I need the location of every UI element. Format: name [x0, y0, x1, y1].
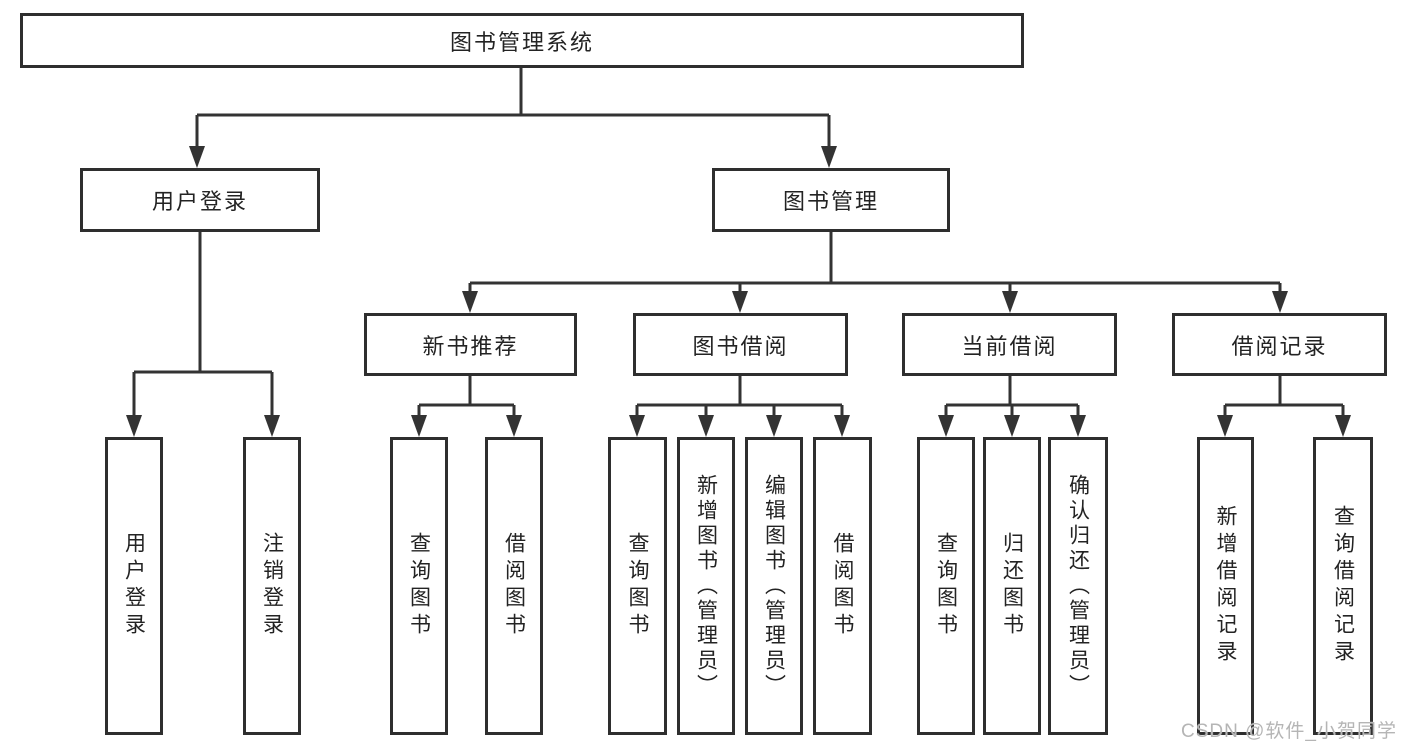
- node-label: 图书借阅: [692, 333, 789, 359]
- node-label: 借阅图书: [502, 532, 526, 640]
- leaf-add-books-admin: 新增图书（管理员）: [677, 437, 735, 735]
- node-label: 新增图书（管理员）: [694, 473, 718, 699]
- node-new-book-recommend: 新书推荐: [364, 313, 577, 376]
- leaf-query-borrow-record: 查询借阅记录: [1313, 437, 1373, 735]
- leaf-confirm-return-admin: 确认归还（管理员）: [1048, 437, 1108, 735]
- node-label: 确认归还（管理员）: [1066, 473, 1090, 699]
- arrowhead-icons: [126, 146, 1351, 437]
- leaf-add-borrow-record: 新增借阅记录: [1197, 437, 1254, 735]
- csdn-watermark: CSDN @软件_小贺同学: [1181, 721, 1397, 742]
- node-label: 编辑图书（管理员）: [762, 473, 786, 699]
- leaf-query-books-current: 查询图书: [917, 437, 975, 735]
- leaf-return-books: 归还图书: [983, 437, 1041, 735]
- node-book-management-branch: 图书管理: [712, 168, 950, 232]
- leaf-borrow-books-recommend: 借阅图书: [485, 437, 543, 735]
- leaf-query-books-borrowing: 查询图书: [608, 437, 667, 735]
- node-label: 用户登录: [151, 189, 248, 214]
- leaf-logout: 注销登录: [243, 437, 301, 735]
- leaf-borrow-books: 借阅图书: [813, 437, 872, 735]
- node-current-borrowing: 当前借阅: [902, 313, 1117, 376]
- node-label: 新书推荐: [422, 333, 519, 359]
- node-book-borrowing: 图书借阅: [633, 313, 848, 376]
- node-user-login-branch: 用户登录: [80, 168, 320, 232]
- node-label: 当前借阅: [961, 333, 1058, 359]
- node-label: 用户登录: [122, 532, 146, 640]
- leaf-query-books-recommend: 查询图书: [390, 437, 448, 735]
- node-label: 查询图书: [407, 532, 431, 640]
- node-label: 图书管理系统: [449, 29, 594, 55]
- node-label: 注销登录: [260, 532, 284, 640]
- node-label: 归还图书: [1000, 532, 1024, 640]
- node-label: 查询图书: [626, 532, 650, 640]
- node-label: 借阅记录: [1231, 333, 1328, 359]
- leaf-edit-books-admin: 编辑图书（管理员）: [745, 437, 803, 735]
- node-borrowing-records: 借阅记录: [1172, 313, 1387, 376]
- node-label: 新增借阅记录: [1214, 505, 1238, 667]
- leaf-user-login: 用户登录: [105, 437, 163, 735]
- node-label: 查询借阅记录: [1331, 505, 1355, 667]
- node-label: 图书管理: [782, 189, 879, 214]
- node-label: 借阅图书: [831, 532, 855, 640]
- node-label: 查询图书: [934, 532, 958, 640]
- node-root-system: 图书管理系统: [20, 13, 1024, 68]
